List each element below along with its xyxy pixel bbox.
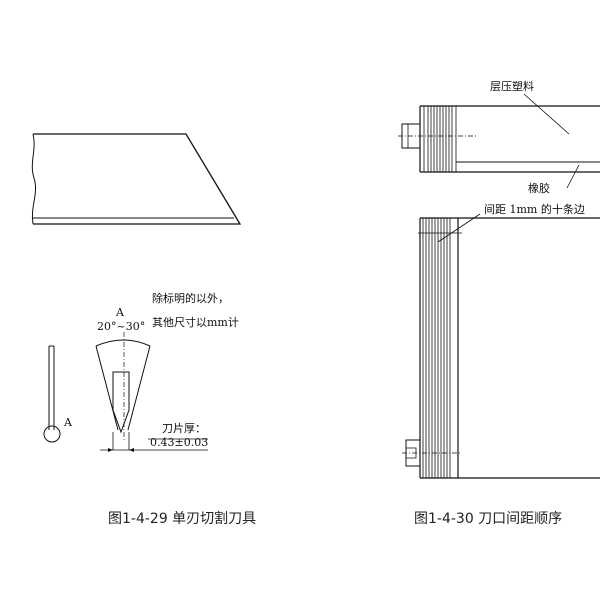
thickness-label: 刀片厚： bbox=[162, 422, 206, 435]
blade-top-view bbox=[31, 133, 242, 225]
blade-detail-view bbox=[95, 332, 208, 452]
note-line-2: 其他尺寸以mm计 bbox=[152, 316, 239, 329]
detail-circle-a bbox=[43, 425, 61, 443]
label-laminate: 层压塑料 bbox=[490, 80, 534, 93]
caption-right: 图1-4-30 刀口间距顺序 bbox=[414, 511, 563, 527]
label-spacing: 间距 1mm 的十条边 bbox=[484, 203, 585, 216]
thickness-value: 0.43±0.03 bbox=[150, 436, 209, 449]
laminate-strip-top bbox=[398, 93, 600, 189]
blade-side-view bbox=[43, 345, 61, 443]
label-rubber: 橡胶 bbox=[528, 182, 550, 195]
note-line-1: 除标明的以外， bbox=[152, 292, 229, 305]
caption-left: 图1-4-29 单刃切割刀具 bbox=[108, 511, 257, 527]
laminate-block-bottom bbox=[402, 213, 600, 479]
view-label-top: A bbox=[116, 306, 124, 319]
view-label-side: A bbox=[64, 416, 72, 429]
angle-label: 20°~30° bbox=[97, 320, 146, 333]
